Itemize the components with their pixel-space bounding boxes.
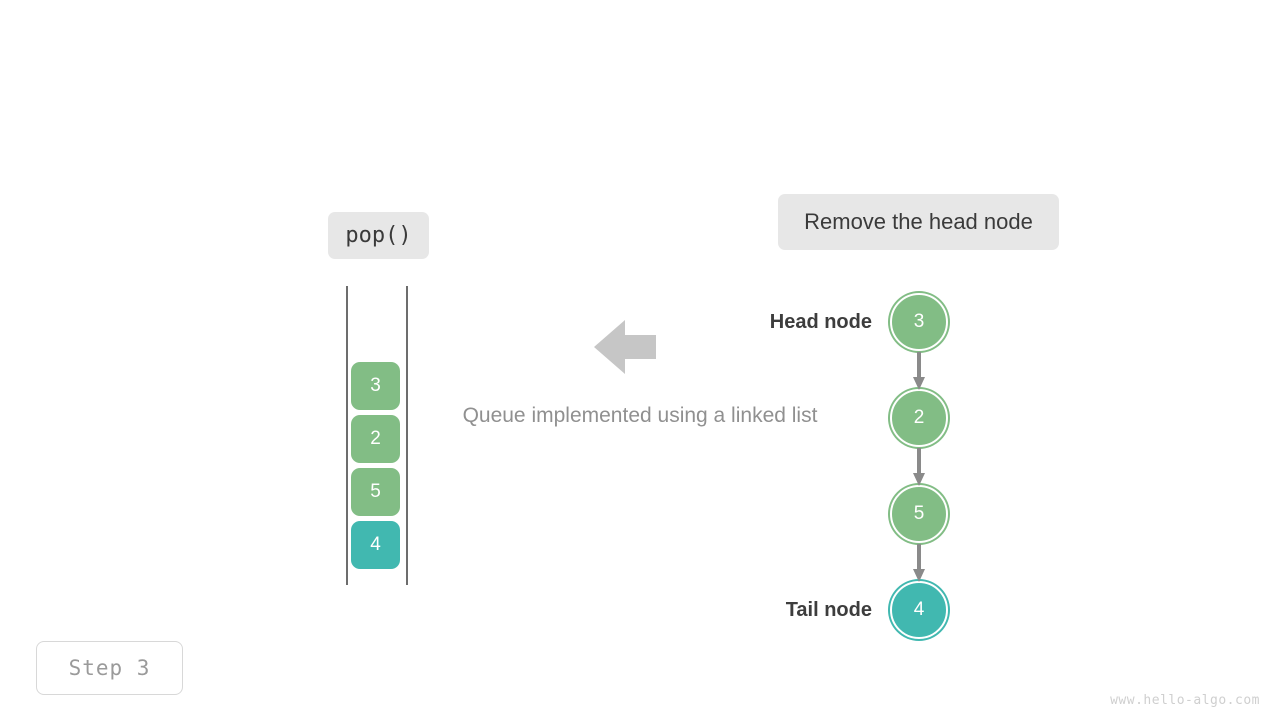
operation-description: Remove the head node <box>778 194 1059 250</box>
tail-node-label: Tail node <box>785 599 872 621</box>
queue-item-list: 3 2 5 4 <box>351 362 403 569</box>
queue-container: 3 2 5 4 <box>340 284 414 586</box>
head-node-label: Head node <box>769 311 872 333</box>
list-node: 3 <box>890 293 948 351</box>
node-link-arrow-icon <box>913 352 925 392</box>
operation-label-pop: pop() <box>328 212 429 259</box>
queue-wall-left <box>346 286 348 585</box>
watermark: www.hello-algo.com <box>1110 693 1260 708</box>
queue-item: 5 <box>351 468 400 516</box>
queue-item: 4 <box>351 521 400 569</box>
node-link-arrow-icon <box>913 544 925 584</box>
list-node: 2 <box>890 389 948 447</box>
node-link-arrow-icon <box>913 448 925 488</box>
list-node: 4 <box>890 581 948 639</box>
step-badge: Step 3 <box>36 641 183 695</box>
queue-wall-right <box>406 286 408 585</box>
list-node: 5 <box>890 485 948 543</box>
queue-item: 3 <box>351 362 400 410</box>
left-block-arrow-icon <box>594 320 656 374</box>
queue-item: 2 <box>351 415 400 463</box>
diagram-caption: Queue implemented using a linked list <box>462 404 818 427</box>
linked-list: Head node Tail node 3 2 5 4 <box>744 286 974 646</box>
